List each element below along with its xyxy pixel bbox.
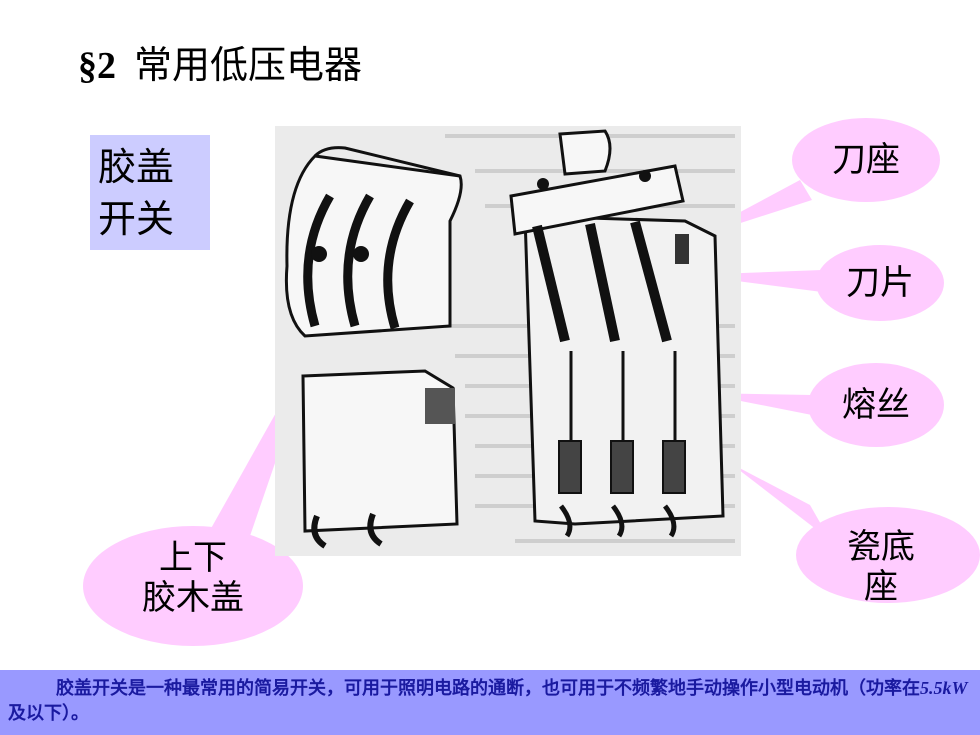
caption-text-2: 及以下）。 — [8, 703, 89, 724]
label-porcelain-base: 瓷底 座 — [826, 527, 936, 607]
callout-bubble-knife-seat — [792, 118, 940, 202]
label-fuse: 熔丝 — [842, 385, 910, 425]
handle — [509, 129, 685, 236]
tag-line-1: 胶盖 — [98, 145, 175, 189]
callout-pointer-porcelain — [730, 463, 830, 540]
caption-text-1: 胶盖开关是一种最常用的简易开关，可用于照明电路的通断，也可用于不频繁地手动操作小… — [56, 678, 920, 699]
callout-bubble-blade — [816, 245, 944, 321]
label-covers-line-1: 上下 — [159, 538, 227, 578]
section-mark: §2 — [78, 45, 116, 87]
callout-bubble-porcelain — [796, 507, 980, 603]
switch-name-tag: 胶盖 开关 — [90, 135, 210, 250]
label-blade: 刀片 — [846, 263, 914, 303]
slide-title: §2 常用低压电器 — [78, 34, 362, 89]
title-text: 常用低压电器 — [134, 43, 363, 87]
caption-bar: 胶盖开关是一种最常用的简易开关，可用于照明电路的通断，也可用于不频繁地手动操作小… — [0, 670, 980, 735]
label-porcelain-line-1: 瓷底 — [847, 527, 915, 567]
blades — [532, 220, 672, 343]
callout-bubble-cover — [83, 526, 303, 646]
label-covers: 上下 胶木盖 — [118, 538, 268, 618]
callout-bubble-fuse — [808, 363, 944, 447]
label-knife-seat: 刀座 — [832, 140, 900, 180]
tag-line-2: 开关 — [98, 197, 175, 241]
lower-cover — [301, 369, 459, 533]
caption-power: 5.5kW — [920, 678, 968, 698]
label-porcelain-line-2: 座 — [864, 567, 898, 607]
knife-switch-illustration — [275, 126, 741, 556]
label-covers-line-2: 胶木盖 — [142, 578, 244, 618]
